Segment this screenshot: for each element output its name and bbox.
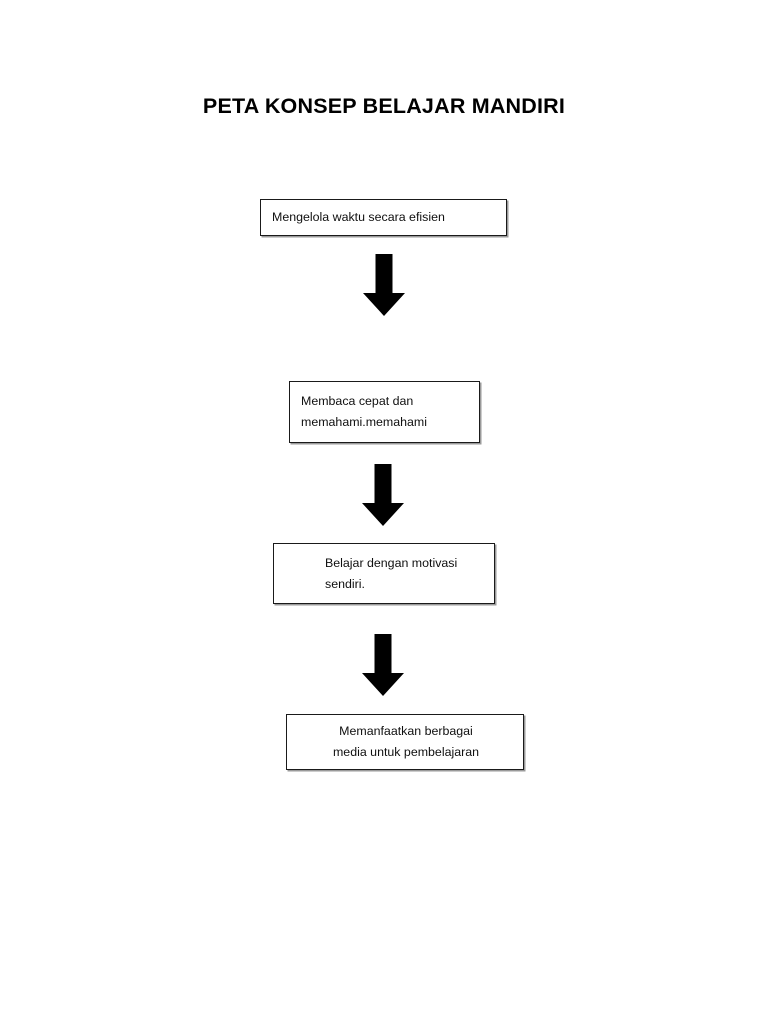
- concept-box-membaca-cepat: Membaca cepat dan memahami.memahami: [289, 381, 480, 443]
- concept-box-memanfaatkan-media: Memanfaatkan berbagai media untuk pembel…: [286, 714, 524, 770]
- concept-box-mengelola-waktu: Mengelola waktu secara efisien: [260, 199, 507, 236]
- concept-box-label: Memanfaatkan berbagai media untuk pembel…: [332, 724, 480, 759]
- concept-box-label: Belajar dengan motivasi sendiri.: [325, 556, 458, 591]
- concept-box-label: Mengelola waktu secara efisien: [272, 210, 445, 224]
- arrow-down-icon: [363, 254, 405, 316]
- concept-box-belajar-motivasi: Belajar dengan motivasi sendiri.: [273, 543, 495, 604]
- arrow-down-icon: [362, 464, 404, 526]
- arrow-down-icon: [362, 634, 404, 696]
- page-title: PETA KONSEP BELAJAR MANDIRI: [202, 94, 566, 118]
- concept-box-label: Membaca cepat dan memahami.memahami: [301, 394, 428, 429]
